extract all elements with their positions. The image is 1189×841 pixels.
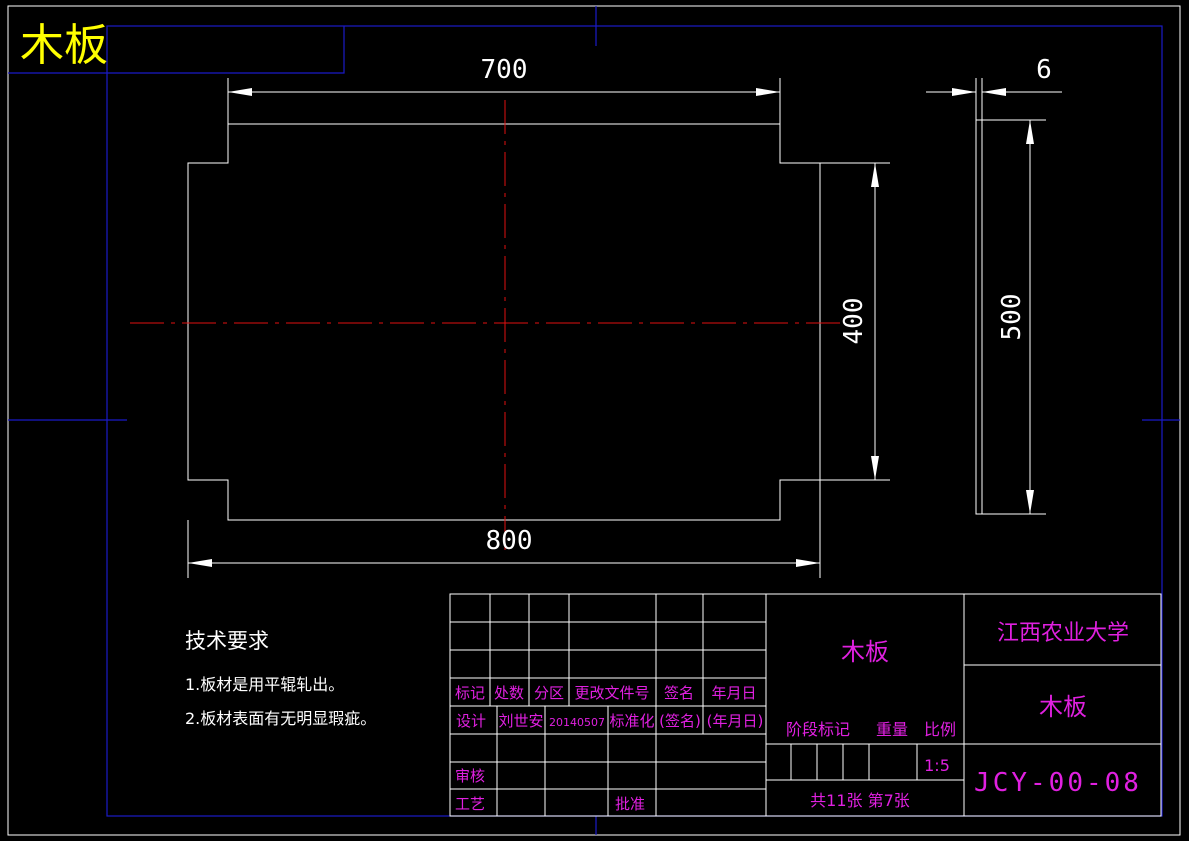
- rev-header: 处数: [494, 684, 524, 702]
- arrowhead: [871, 456, 879, 480]
- rev-header: 更改文件号: [574, 684, 649, 702]
- notes-item-2: 2.板材表面有无明显瑕疵。: [185, 709, 376, 728]
- arrowhead: [1026, 490, 1034, 514]
- title-label-box: [8, 26, 345, 74]
- scale-label: 比例: [924, 720, 956, 739]
- dim-500-label: 500: [997, 294, 1027, 341]
- rev-header: 签名: [664, 684, 694, 702]
- arrowhead: [1026, 120, 1034, 144]
- process-label: 工艺: [455, 795, 485, 813]
- arrowhead: [871, 163, 879, 187]
- title-block-grid: [449, 593, 1162, 817]
- review-label: 审核: [455, 767, 485, 785]
- dim-700-label: 700: [481, 55, 528, 85]
- dim-6-label: 6: [1036, 55, 1052, 85]
- weight-label: 重量: [876, 720, 908, 739]
- arrowhead: [952, 88, 976, 96]
- dim-400-label: 400: [839, 298, 869, 345]
- arrowhead: [188, 559, 212, 567]
- design-date: 20140507: [549, 716, 605, 729]
- date-placeholder: (年月日): [707, 712, 764, 730]
- stage-label: 阶段标记: [786, 720, 850, 739]
- standardization-label: 标准化: [609, 712, 654, 730]
- part-name: 木板: [841, 638, 889, 666]
- rev-header: 标记: [455, 684, 485, 702]
- sheet-border: [7, 5, 1181, 836]
- drawing-number: JCY-00-08: [974, 768, 1142, 798]
- rev-header: 分区: [534, 684, 564, 702]
- title-block-text: 木板 江西农业大学 木板 JCY-00-08 标记 处数 分区 更改文件号 签名…: [455, 621, 1142, 813]
- arrowhead: [228, 88, 252, 96]
- arrowhead: [756, 88, 780, 96]
- notes-item-1: 1.板材是用平辊轧出。: [185, 675, 344, 694]
- board-front-outline: [187, 123, 821, 521]
- dim-800-label: 800: [486, 526, 533, 556]
- drawing-name: 木板: [1039, 693, 1087, 721]
- scale-value: 1:5: [924, 756, 950, 775]
- designer-name: 刘世安: [498, 712, 543, 730]
- design-label: 设计: [456, 712, 486, 730]
- signature-placeholder: (签名): [659, 712, 701, 730]
- school-name: 江西农业大学: [997, 621, 1129, 646]
- arrowhead: [796, 559, 820, 567]
- approve-label: 批准: [615, 795, 645, 813]
- drawing-title: 木板: [20, 20, 108, 71]
- arrowhead: [982, 88, 1006, 96]
- board-side-outline: [975, 119, 983, 515]
- notes-heading: 技术要求: [185, 629, 269, 653]
- rev-header: 年月日: [711, 684, 756, 702]
- sheet-count: 共11张 第7张: [810, 791, 910, 810]
